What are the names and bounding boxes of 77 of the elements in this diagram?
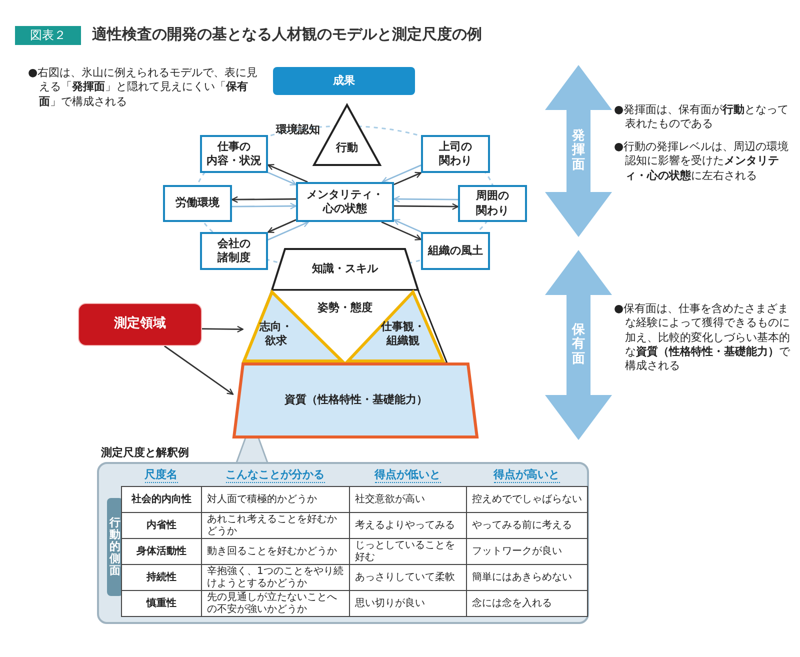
row-header: 身体活動性 <box>121 538 202 565</box>
table-cell: 先の見通しが立たないことへの不安が強いかどうか <box>201 590 350 617</box>
table-cell: やってみる前に考える <box>466 512 588 539</box>
face-label: 保有面 <box>572 324 585 366</box>
column-header: 得点が低いと <box>374 467 440 483</box>
note-text: ●右図は、氷山に例えられるモデルで、表に見える「発揮面」と隠れて見えにくい「保有面」で構成される <box>28 66 259 109</box>
column-header: 尺度名 <box>144 467 178 483</box>
table-cell: 簡単にはあきらめない <box>466 564 588 591</box>
table-cell: あっさりしていて柔軟 <box>349 564 467 591</box>
factor-box <box>421 135 490 173</box>
table-cell: 対人面で積極的かどうか <box>201 486 350 513</box>
arrow <box>382 164 422 183</box>
arrow <box>232 202 297 210</box>
face-band <box>545 250 612 440</box>
box-label: 上司の関わり <box>438 140 473 168</box>
box-label: 労働環境 <box>176 196 220 211</box>
column-header: こんなことが分かる <box>226 467 324 483</box>
arrow <box>393 219 422 233</box>
result-box <box>273 67 415 95</box>
layer-label: 資質（性格特性・基礎能力） <box>284 393 428 408</box>
panel-heading: 測定尺度と解釈例 <box>101 445 189 460</box>
layer-label: 姿勢・態度 <box>316 301 374 316</box>
ellipse-label: 環境認知 <box>276 122 320 137</box>
table-cell: 辛抱強く、1つのことをやり続けようとするかどうか <box>201 564 350 591</box>
arrow <box>164 345 234 395</box>
factor-box <box>458 185 527 222</box>
box-label: 仕事の内容・状況 <box>206 140 262 168</box>
factor-box <box>200 135 268 173</box>
title: 適性検査の開発の基となる人材観のモデルと測定尺度の例 <box>92 25 482 44</box>
layer-label: 志向・欲求 <box>258 320 294 349</box>
table-cell: 考えるよりやってみる <box>349 512 467 539</box>
layer-label: 知識・スキル <box>310 262 379 276</box>
table-cell: じっとしていることを好む <box>349 538 467 565</box>
table-cell: 思い切りが良い <box>349 590 467 617</box>
box-label: 成果 <box>333 74 355 88</box>
callout-box <box>78 303 202 346</box>
layer-label: 仕事観・組織観 <box>380 320 426 349</box>
arrow <box>381 221 422 240</box>
factor-box <box>200 232 268 270</box>
row-header: 内省性 <box>121 512 202 539</box>
row-header: 社会的内向性 <box>121 486 202 513</box>
arrow <box>268 221 309 240</box>
face-label: 発揮面 <box>572 130 585 172</box>
figure-badge: 図表２ <box>15 26 81 45</box>
face-band <box>545 65 612 237</box>
box-label: 周囲の関わり <box>475 189 510 218</box>
row-header: 持続性 <box>121 564 202 591</box>
pyramid-layer <box>347 290 447 363</box>
arrow <box>394 172 422 186</box>
arrow <box>267 219 296 234</box>
pyramid-layer <box>272 248 418 290</box>
box-label: メンタリティ・心の状態 <box>306 188 384 216</box>
box-label: 測定領域 <box>114 316 166 333</box>
table-cell: 念には念を入れる <box>466 590 588 617</box>
table-cell: 動き回ることを好むかどうか <box>201 538 350 565</box>
pyramid-layer <box>243 290 343 363</box>
arrow <box>394 203 459 210</box>
note-text: ●発揮面は、保有面が行動となって表れたものである <box>614 103 790 132</box>
arrow <box>231 196 296 203</box>
arrow <box>393 196 458 202</box>
triangle-label: 行動 <box>334 141 359 156</box>
arrow <box>268 172 297 186</box>
table-cell: あれこれ考えることを好むかどうか <box>201 512 350 539</box>
factor-box <box>421 232 490 270</box>
row-header: 慎重性 <box>121 590 202 617</box>
factor-box <box>296 182 394 222</box>
table-cell: フットワークが良い <box>466 538 588 565</box>
table-cell: 社交意欲が高い <box>349 486 467 513</box>
factor-box <box>163 185 232 222</box>
box-label: 組織の風土 <box>428 244 483 258</box>
column-header: 得点が高いと <box>494 467 560 483</box>
box-label: 会社の諸制度 <box>216 236 252 266</box>
note-text: ●行動の発揮レベルは、周辺の環境認知に影響を受けたメンタリティ・心の状態に左右される <box>614 140 790 183</box>
arrow <box>267 164 308 183</box>
arrow <box>202 326 244 333</box>
table-cell: 控えめででしゃばらない <box>466 486 588 513</box>
note-text: ●保有面は、仕事を含めたさまざまな経験によって獲得できるものに加え、比較的変化しづらい基本的な資質（性格特性・基礎能力）で構成される <box>614 302 792 374</box>
